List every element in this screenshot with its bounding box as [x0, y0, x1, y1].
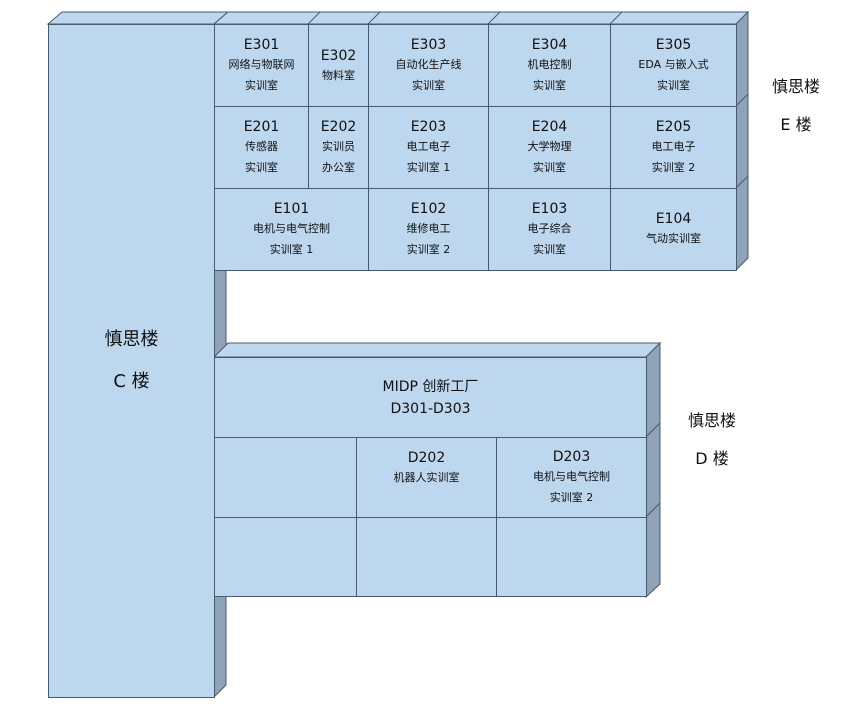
room-d-blank-3: [356, 517, 497, 597]
room-e103: E103 电子综合 实训室: [488, 188, 611, 271]
c-building-name: 慎思楼: [104, 329, 159, 350]
c-building-top-face: [46, 11, 230, 25]
room-e205: E205 电工电子 实训室 2: [610, 106, 737, 189]
d-building-label: 慎思楼 D 楼: [687, 411, 736, 468]
room-d-blank-1: [214, 437, 357, 518]
room-d-blank-4: [496, 517, 647, 597]
d-building-top-face: [212, 342, 662, 358]
room-e203: E203 电工电子 实训室 1: [368, 106, 489, 189]
room-d202: D202 机器人实训室: [356, 437, 497, 518]
room-e101: E101 电机与电气控制 实训室 1: [214, 188, 369, 271]
c-building: 慎思楼 C 楼: [48, 24, 215, 698]
room-e201: E201 传感器 实训室: [214, 106, 309, 189]
room-e102: E102 维修电工 实训室 2: [368, 188, 489, 271]
room-d-blank-2: [214, 517, 357, 597]
d-building-side-face: [645, 341, 661, 599]
e-building-side-face: [735, 10, 749, 272]
room-e305: E305 EDA 与嵌入式 实训室: [610, 24, 737, 107]
room-e204: E204 大学物理 实训室: [488, 106, 611, 189]
room-e304: E304 机电控制 实训室: [488, 24, 611, 107]
room-e202: E202 实训员 办公室: [308, 106, 369, 189]
c-building-code: C 楼: [113, 371, 150, 392]
room-d203: D203 电机与电气控制 实训室 2: [496, 437, 647, 518]
e-building-top-face: [212, 11, 750, 25]
room-e302: E302 物料室: [308, 24, 369, 107]
e-building-label: 慎思楼 E 楼: [771, 77, 820, 134]
room-midp-innovation-factory: MIDP 创新工厂 D301-D303: [214, 357, 647, 438]
room-e303: E303 自动化生产线 实训室: [368, 24, 489, 107]
room-e104: E104 气动实训室: [610, 188, 737, 271]
room-e301: E301 网络与物联网 实训室: [214, 24, 309, 107]
